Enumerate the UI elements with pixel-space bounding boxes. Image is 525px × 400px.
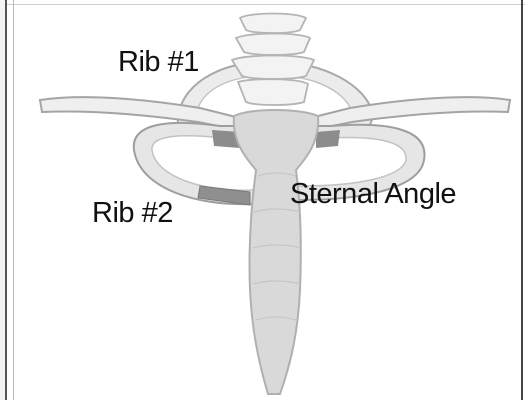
sternum — [234, 110, 318, 394]
rib-1-cartilage-right — [316, 130, 340, 148]
rib-1-label: Rib #1 — [118, 48, 199, 77]
rib-2-label: Rib #2 — [92, 199, 173, 228]
vertebrae — [232, 14, 314, 106]
sternal-angle-label: Sternal Angle — [290, 180, 456, 209]
